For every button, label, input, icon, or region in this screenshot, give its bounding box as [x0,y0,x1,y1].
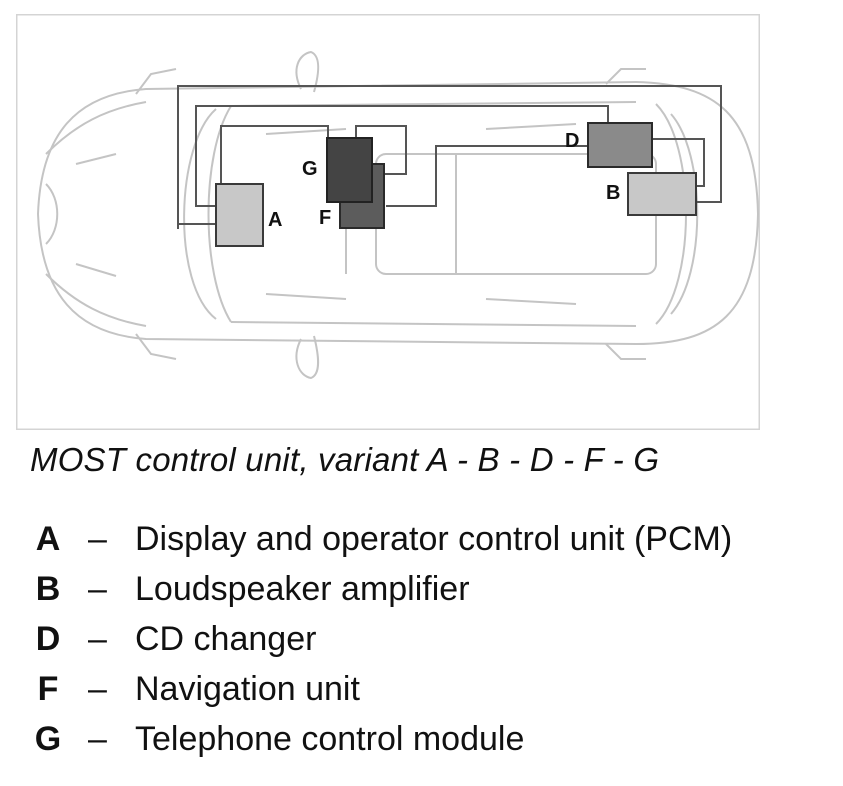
legend-dash: – [88,520,107,558]
legend-description: Loudspeaker amplifier [135,570,470,608]
unit-g-box [326,137,373,203]
wire-d-to-f [386,145,588,207]
wire-a-to-g [220,125,329,206]
unit-a-box [215,183,264,247]
legend-description: CD changer [135,620,317,658]
legend-letter: B [35,570,61,608]
car-top-view: A F G D B [16,14,760,430]
car-diagram: A F G D B [16,14,760,430]
legend-description: Navigation unit [135,670,360,708]
most-ring-wiring [177,85,722,229]
legend-dash: – [88,670,107,708]
diagram-caption: MOST control unit, variant A - B - D - F… [30,441,660,478]
wire-a-to-d [195,105,609,207]
unit-g-label: G [302,158,318,180]
legend-dash: – [88,570,107,608]
legend-letter: D [35,620,61,658]
legend-letter: F [37,670,59,708]
unit-f-label: F [319,207,331,229]
wire-outer-loop [177,85,722,229]
unit-a-label: A [268,209,282,231]
mirror-right [295,335,320,380]
windshield [183,108,217,320]
legend-letter: G [34,720,62,758]
diagram-border [16,14,760,430]
unit-b-box [627,172,697,216]
wire-d-to-b [652,138,705,187]
unit-b-label: B [606,182,620,204]
legend-dash: – [88,720,107,758]
unit-d-box [587,122,653,168]
mirror-left [295,50,320,93]
legend-description: Display and operator control unit (PCM) [135,520,733,558]
legend-dash: – [88,620,107,658]
unit-d-label: D [565,130,579,152]
legend-letter: A [35,520,61,558]
legend-description: Telephone control module [135,720,525,758]
wire-g-loop [355,125,407,175]
car-body [36,80,760,346]
roof-edge-bottom [230,321,637,327]
